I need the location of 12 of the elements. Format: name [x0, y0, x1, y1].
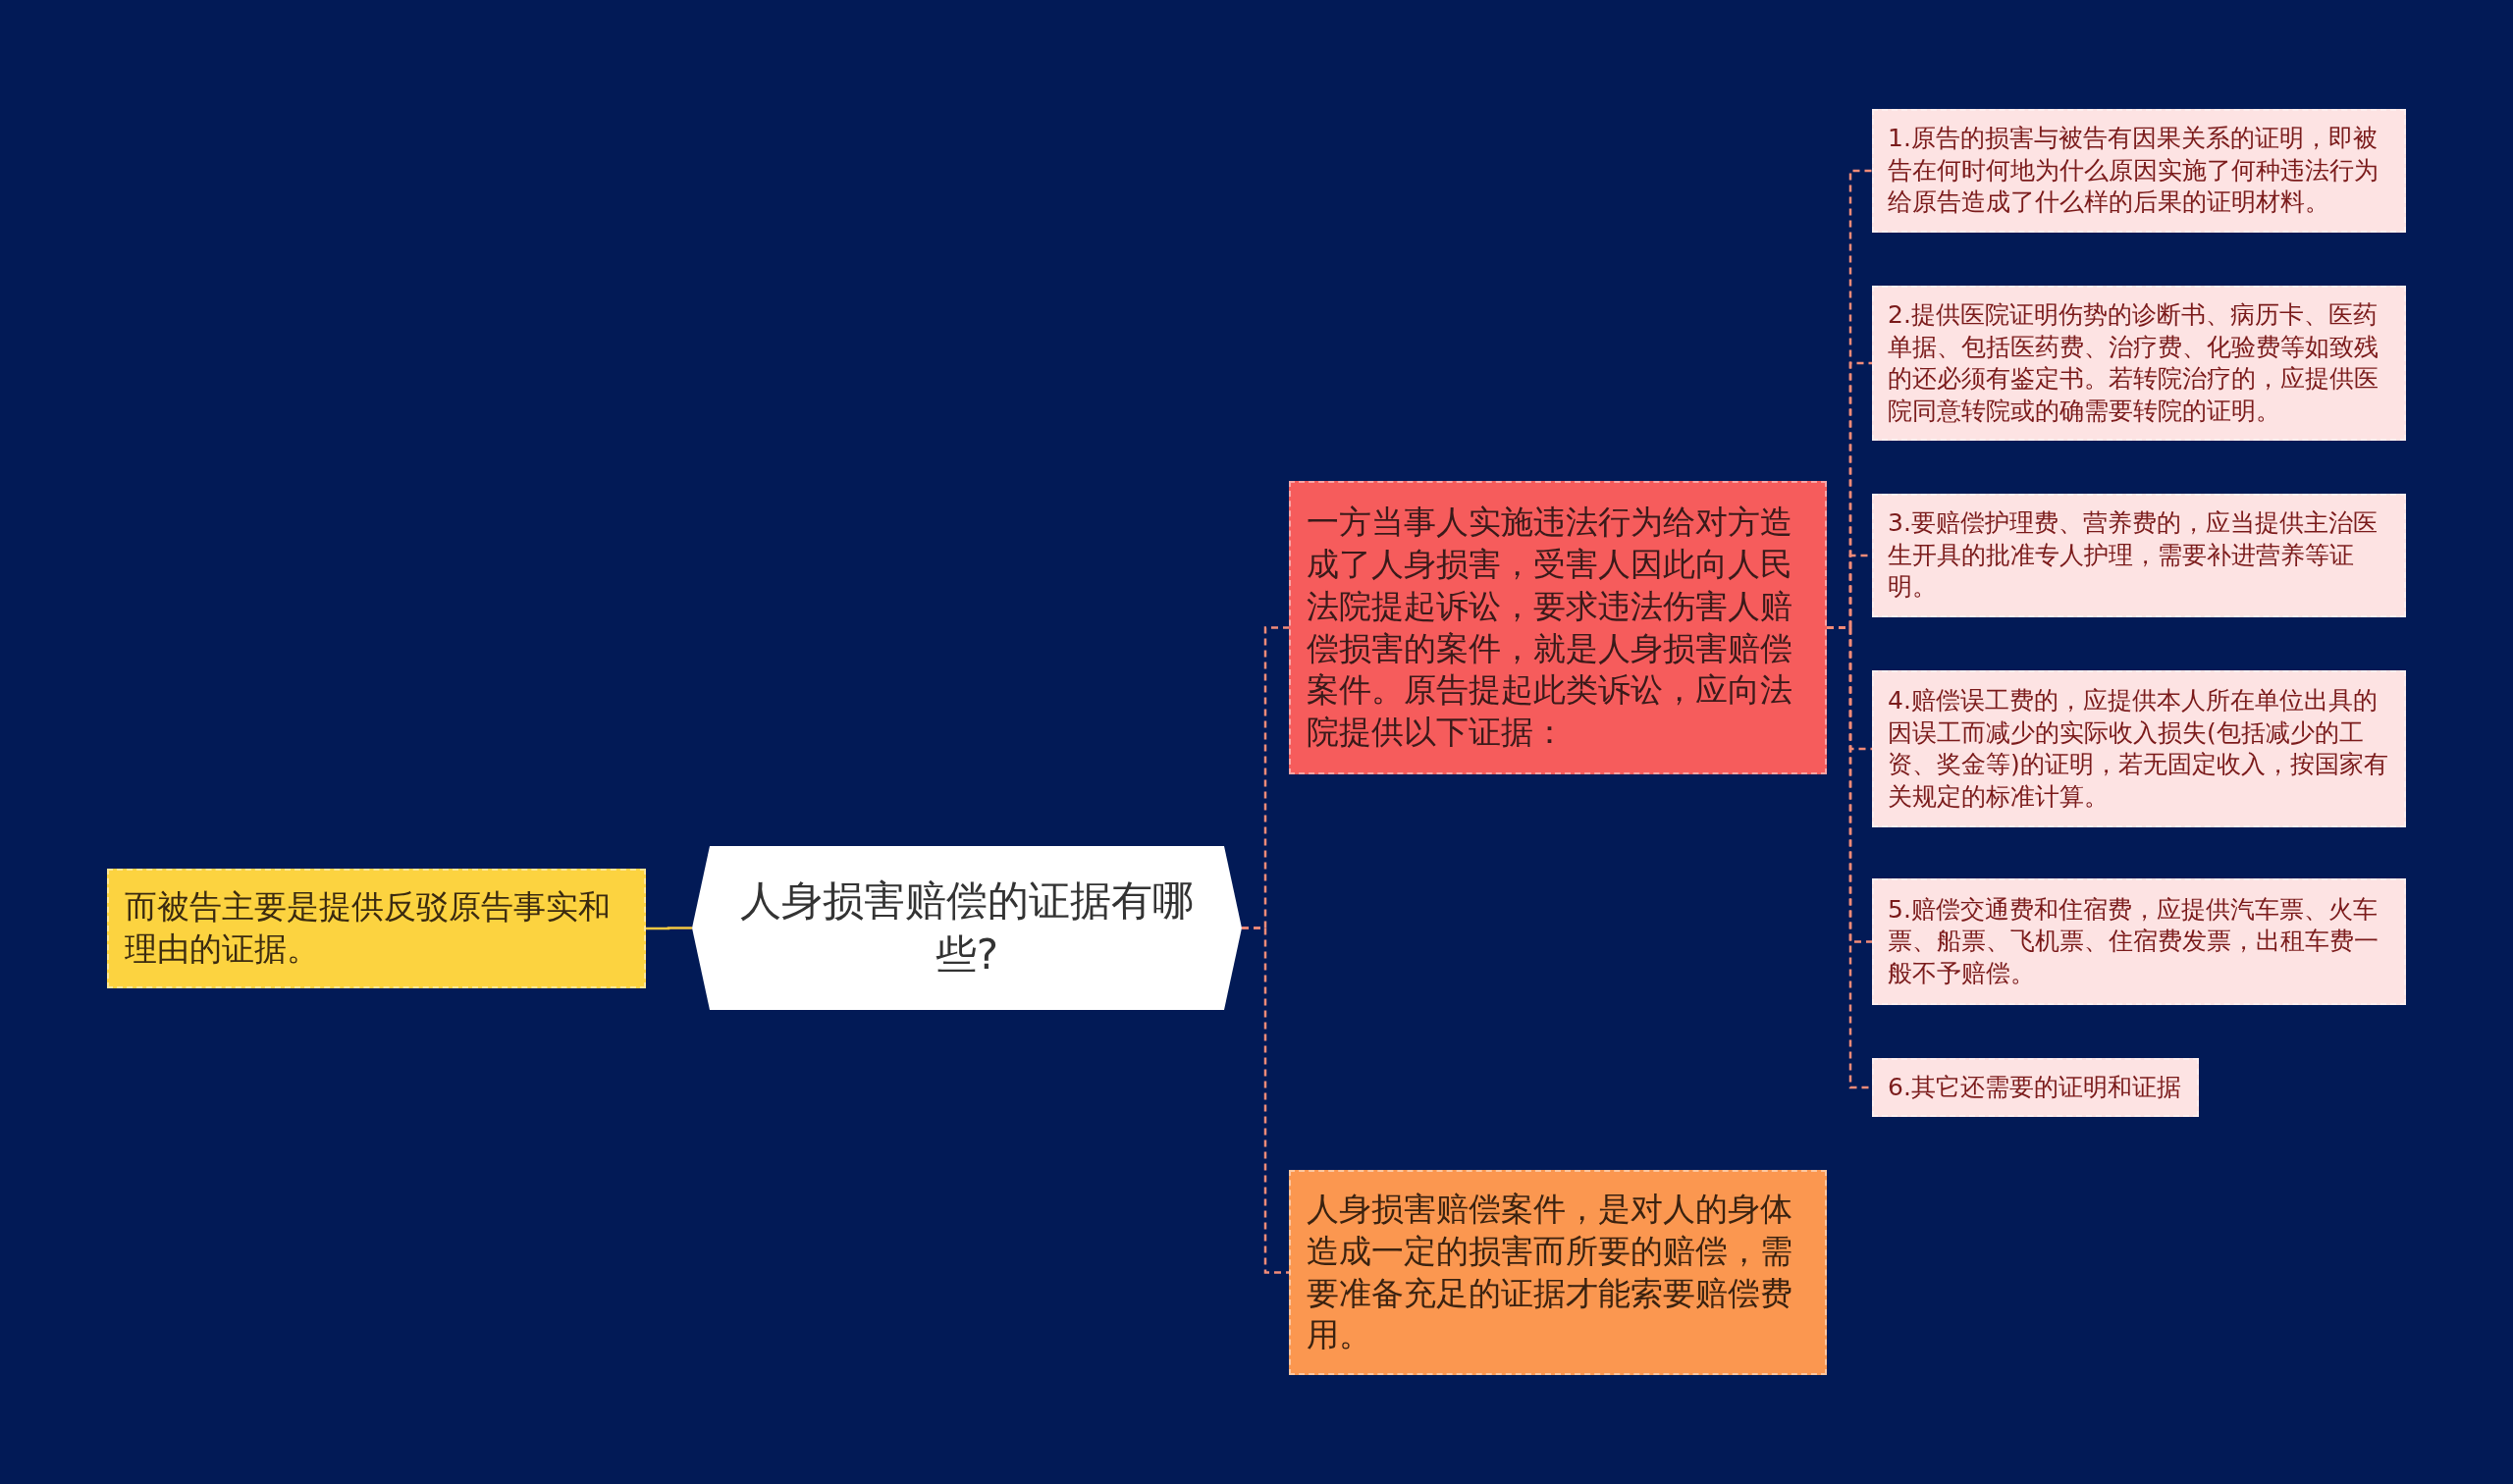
connector-line [1242, 927, 1289, 1274]
topic-hexagon: 人身损害赔偿的证据有哪些? [692, 846, 1242, 1010]
connector-line [646, 927, 692, 930]
note-box: 而被告主要是提供反驳原告事实和理由的证据。 [107, 869, 646, 988]
topic-box: 人身损害赔偿案件，是对人的身体造成一定的损害而所要的赔偿，需要准备充足的证据才能索要赔偿费用。 [1289, 1170, 1827, 1375]
item-box: 4.赔偿误工费的，应提供本人所在单位出具的因误工而减少的实际收入损失(包括减少的工资、奖金等)的证明，若无固定收入，按国家有关规定的标准计算。 [1872, 670, 2406, 827]
item-box: 6.其它还需要的证明和证据 [1872, 1058, 2199, 1117]
item-box: 2.提供医院证明伤势的诊断书、病历卡、医药单据、包括医药费、治疗费、化验费等如致残的还必须有鉴定书。若转院治疗的，应提供医院同意转院或的确需要转院的证明。 [1872, 286, 2406, 441]
item-box: 5.赔偿交通费和住宿费，应提供汽车票、火车票、船票、飞机票、住宿费发票，出租车费一般不予赔偿。 [1872, 878, 2406, 1005]
topic-box: 一方当事人实施违法行为给对方造成了人身损害，受害人因此向人民法院提起诉讼，要求违法伤害人赔偿损害的案件，就是人身损害赔偿案件。原告提起此类诉讼，应向法院提供以下证据： [1289, 481, 1827, 774]
item-box: 3.要赔偿护理费、营养费的，应当提供主治医生开具的批准专人护理，需要补进营养等证明。 [1872, 494, 2406, 617]
item-box: 1.原告的损害与被告有因果关系的证明，即被告在何时何地为什么原因实施了何种违法行为给原告造成了什么样的后果的证明材料。 [1872, 109, 2406, 233]
